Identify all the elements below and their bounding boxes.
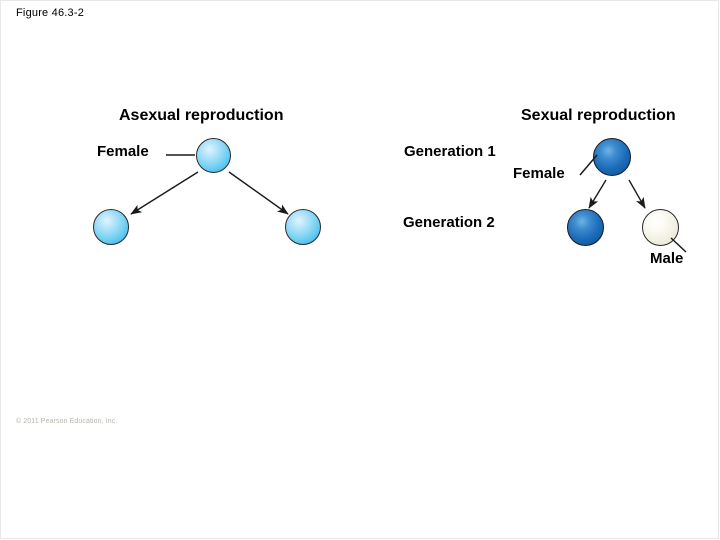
asexual-offspring-sphere-left — [93, 209, 129, 245]
sexual-male-label: Male — [650, 250, 684, 267]
generation-2-label: Generation 2 — [403, 214, 495, 231]
sexual-arrow-to-female — [588, 179, 607, 209]
asexual-offspring-sphere-right — [285, 209, 321, 245]
copyright-notice: © 2011 Pearson Education, Inc. — [16, 418, 118, 425]
sexual-reproduction-heading: Sexual reproduction — [521, 107, 676, 124]
generation-2-male-sphere — [642, 209, 679, 246]
asexual-female-label: Female — [97, 143, 149, 160]
sexual-female-label: Female — [513, 165, 565, 182]
generation-2-female-sphere — [567, 209, 604, 246]
generation-1-label: Generation 1 — [404, 143, 496, 160]
asexual-parent-sphere — [196, 138, 231, 173]
asexual-arrow-right — [228, 171, 289, 215]
asexual-arrow-left — [130, 171, 199, 215]
figure-number: Figure 46.3-2 — [16, 7, 85, 19]
asexual-reproduction-heading: Asexual reproduction — [119, 107, 284, 124]
generation-1-female-sphere — [593, 138, 631, 176]
sexual-arrow-to-male — [628, 179, 646, 209]
